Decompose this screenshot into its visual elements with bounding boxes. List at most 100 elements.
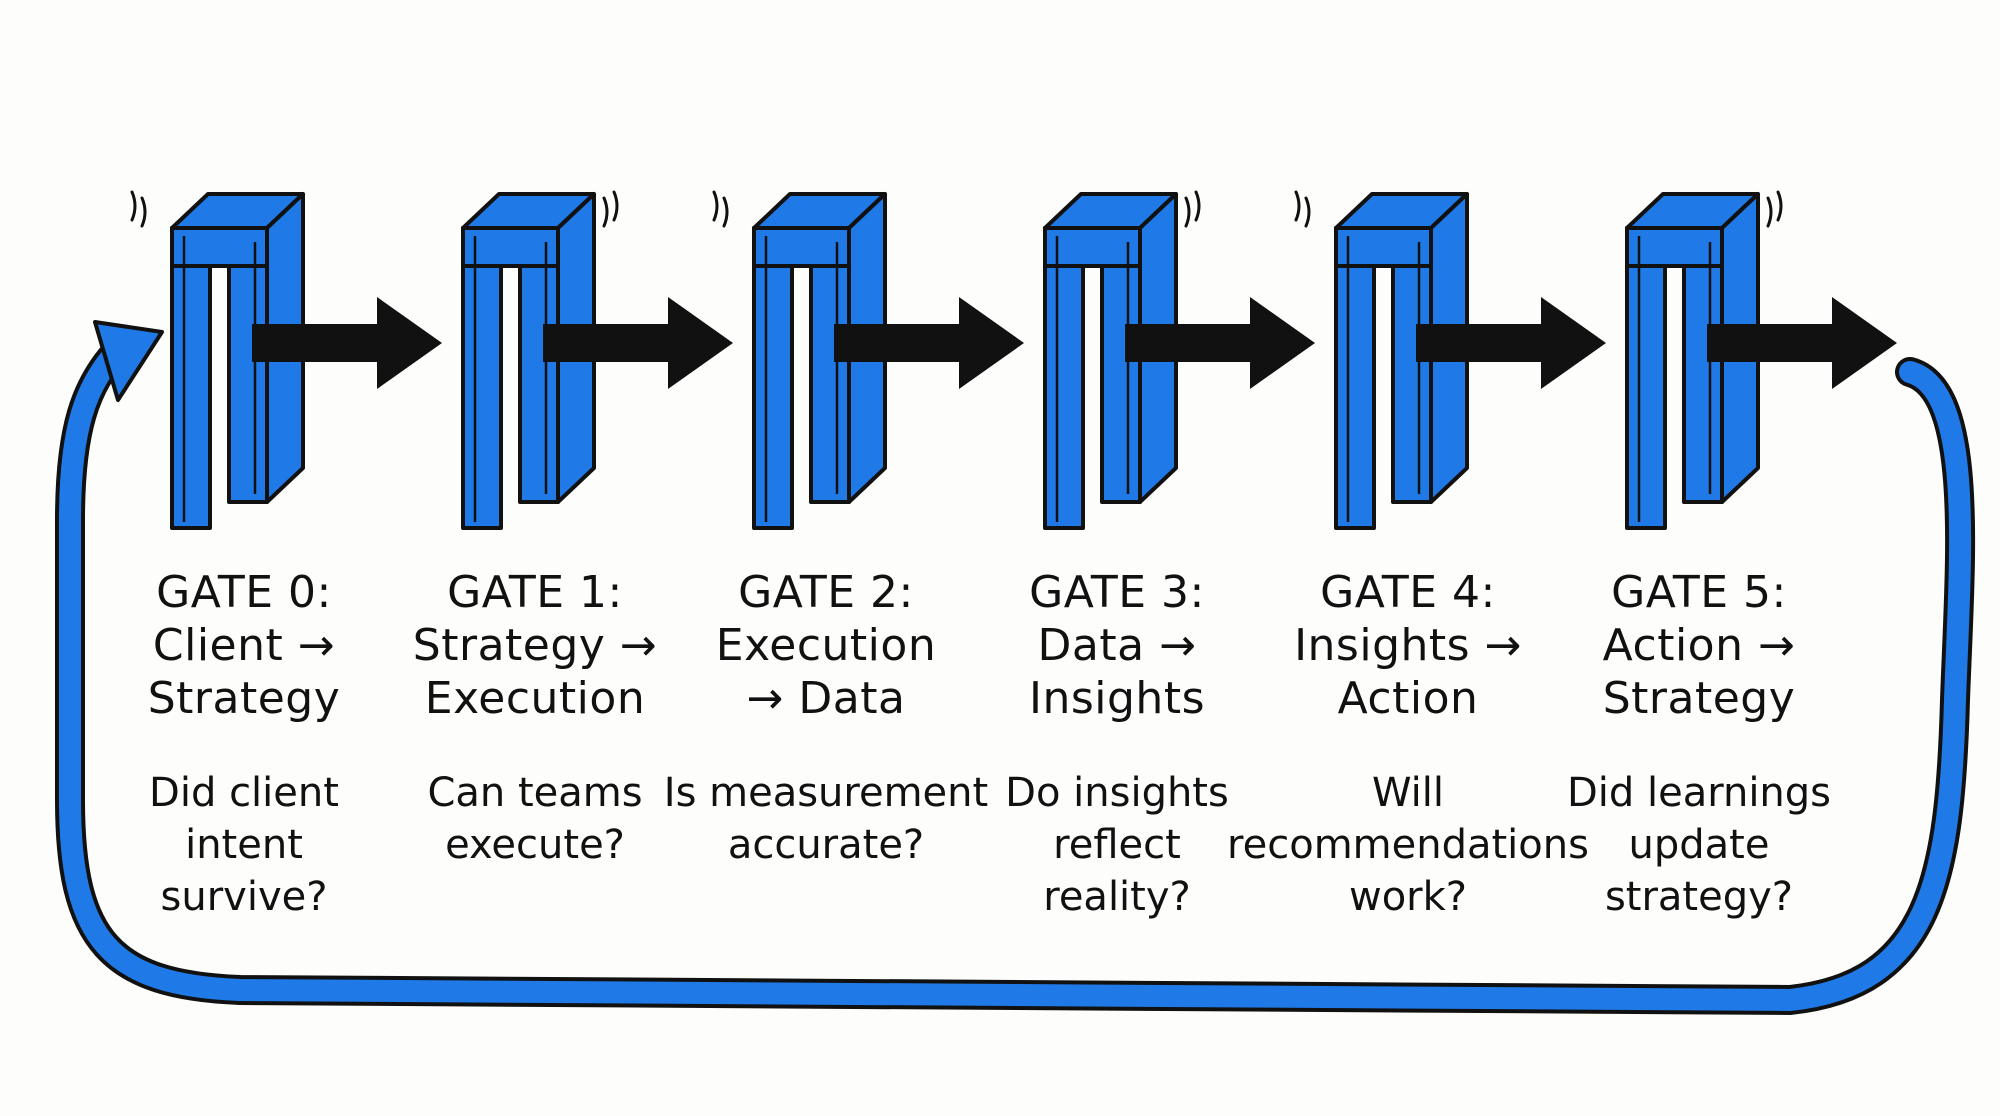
- gate-question: Do insights reflect reality?: [1005, 770, 1229, 920]
- gate-left-post: [461, 226, 503, 530]
- arrow-shaft: [543, 324, 673, 362]
- gate-right-post: [1391, 226, 1433, 504]
- motion-ticks: [1184, 190, 1201, 228]
- gate-left-post: [1043, 226, 1085, 530]
- gate-question-line: recommendations: [1227, 822, 1589, 868]
- loop-arrowhead-icon: [93, 320, 164, 402]
- gate-question-line: strategy?: [1605, 874, 1793, 920]
- gate-title-line: GATE 0:: [156, 567, 332, 618]
- gate-question-line: Is measurement: [664, 770, 988, 816]
- flow-arrows: [252, 297, 1897, 389]
- gate-right-post: [809, 226, 851, 504]
- gate-right-post: [227, 226, 269, 504]
- gate-title-line: Execution: [716, 620, 936, 671]
- gates-row: [130, 190, 1783, 530]
- gate-title: GATE 5:Action →Strategy: [1603, 567, 1796, 724]
- gate-title-line: GATE 2:: [738, 567, 914, 618]
- arrow-head: [1541, 297, 1606, 389]
- gate-title-line: Data →: [1038, 620, 1197, 671]
- right-arrow-icon: [1125, 297, 1315, 389]
- gate-title: GATE 1:Strategy →Execution: [413, 567, 657, 724]
- gate-question-line: update: [1629, 822, 1770, 868]
- right-arrow-icon: [543, 297, 733, 389]
- arrow-head: [959, 297, 1024, 389]
- arrow-head: [668, 297, 733, 389]
- gate-right-post: [518, 226, 560, 504]
- gate-question-line: Will: [1372, 770, 1444, 816]
- gate-arch-icon: [461, 190, 619, 530]
- gate-right-post: [1682, 226, 1724, 504]
- gate-question-line: Did client: [149, 770, 339, 816]
- gate-arch-icon: [1043, 190, 1201, 530]
- motion-ticks: [602, 190, 619, 228]
- gate-title: GATE 0:Client →Strategy: [148, 567, 341, 724]
- motion-ticks: [1294, 190, 1311, 228]
- gate-question-line: survive?: [161, 874, 328, 920]
- gate-question-line: Do insights: [1005, 770, 1229, 816]
- arrow-head: [1832, 297, 1897, 389]
- gate-arch-icon: [712, 190, 887, 530]
- gate-title-line: GATE 5:: [1611, 567, 1787, 618]
- right-arrow-icon: [252, 297, 442, 389]
- gate-question-line: intent: [185, 822, 303, 868]
- gate-title-line: Strategy: [148, 673, 341, 724]
- arrow-head: [377, 297, 442, 389]
- right-arrow-icon: [1416, 297, 1606, 389]
- gate-title-line: Strategy: [1603, 673, 1796, 724]
- gate-title-line: GATE 4:: [1320, 567, 1496, 618]
- motion-ticks: [712, 190, 729, 228]
- gate-question: Can teams execute?: [427, 770, 642, 868]
- gate-title-line: Execution: [425, 673, 645, 724]
- gate-lintel: [1043, 226, 1142, 268]
- arrow-shaft: [252, 324, 382, 362]
- motion-ticks: [130, 190, 147, 228]
- gate-left-post: [1334, 226, 1376, 530]
- gate-title-line: Action →: [1603, 620, 1796, 671]
- feedback-loop: [55, 320, 1976, 1016]
- gate-lintel: [1334, 226, 1433, 268]
- gate-question-line: Can teams: [427, 770, 642, 816]
- gate-question-line: execute?: [445, 822, 625, 868]
- arrow-shaft: [1416, 324, 1546, 362]
- gate-lintel: [170, 226, 269, 268]
- gate-title-line: Insights →: [1294, 620, 1522, 671]
- loop-arrow-icon: [59, 339, 1972, 1012]
- gate-left-post: [752, 226, 794, 530]
- gate-left-post: [170, 226, 212, 530]
- gate-lintel: [1625, 226, 1724, 268]
- right-arrow-icon: [1707, 297, 1897, 389]
- gate-lintel: [461, 226, 560, 268]
- gate-lintel: [752, 226, 851, 268]
- gate-question: Did client intent survive?: [149, 770, 339, 920]
- arrow-shaft: [1125, 324, 1255, 362]
- gate-title-line: Action: [1338, 673, 1479, 724]
- gate-left-post: [1625, 226, 1667, 530]
- gate-right-post: [1100, 226, 1142, 504]
- arrow-shaft: [834, 324, 964, 362]
- gate-question: Will recommendations work?: [1227, 770, 1589, 920]
- arrow-shaft: [1707, 324, 1837, 362]
- gate-title-line: GATE 3:: [1029, 567, 1205, 618]
- motion-ticks: [1766, 190, 1783, 228]
- gate-question-line: work?: [1349, 874, 1467, 920]
- gate-title: GATE 2:Execution→ Data: [716, 567, 936, 724]
- arrow-head: [1250, 297, 1315, 389]
- gate-question-line: reality?: [1043, 874, 1191, 920]
- gate-title-line: Strategy →: [413, 620, 657, 671]
- gate-title-line: Insights: [1029, 673, 1205, 724]
- gate-title: GATE 3:Data →Insights: [1029, 567, 1205, 724]
- gate-title-line: Client →: [153, 620, 335, 671]
- gate-arch-icon: [130, 190, 305, 530]
- gate-title-line: GATE 1:: [447, 567, 623, 618]
- gate-label-3: GATE 3:Data →Insights Do insights reflect r…: [1005, 567, 1229, 920]
- gate-question-line: reflect: [1053, 822, 1181, 868]
